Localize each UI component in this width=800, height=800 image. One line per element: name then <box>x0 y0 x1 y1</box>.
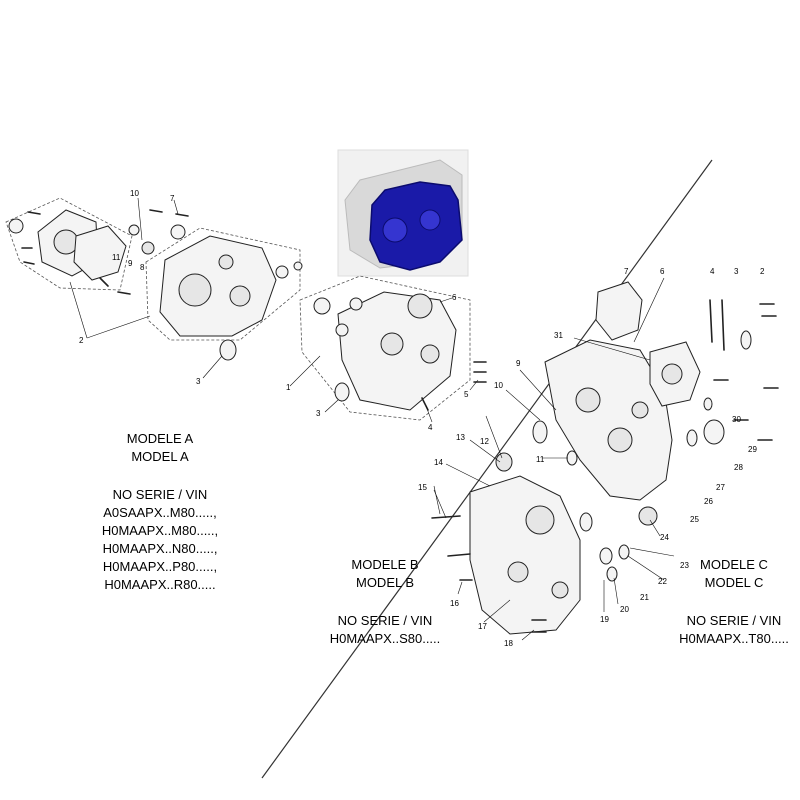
callout-number: 27 <box>716 483 725 492</box>
model-a-serial: A0SAAPX..M80....., <box>103 505 217 520</box>
callout-number: 3 <box>316 409 321 418</box>
model-b-label: MODELE B MODEL B <box>310 556 460 592</box>
callout-number: 25 <box>690 515 699 524</box>
callout-number: 6 <box>452 293 457 302</box>
callout-number: 15 <box>418 483 427 492</box>
model-b-serial-label: NO SERIE / VIN <box>337 613 433 628</box>
engine-crankcase-thumbnail <box>369 181 463 271</box>
model-c-serial-label: NO SERIE / VIN <box>686 613 782 628</box>
callout-number: 2 <box>760 267 765 276</box>
callout-number: 22 <box>658 577 667 586</box>
callout-number: 14 <box>434 458 443 467</box>
engine-thumbnail <box>337 149 469 277</box>
model-b-serial: H0MAAPX..S80..... <box>329 631 441 646</box>
callout-number: 10 <box>494 381 503 390</box>
model-a-serial: H0MAAPX..R80..... <box>104 577 216 592</box>
model-a-serial: H0MAAPX..N80....., <box>102 541 218 556</box>
callout-number: 3 <box>196 377 201 386</box>
callout-number: 28 <box>734 463 743 472</box>
callout-number: 16 <box>450 599 459 608</box>
callout-number: 23 <box>680 561 689 570</box>
callout-number: 17 <box>478 622 487 631</box>
model-b-title-fr: MODELE B <box>351 557 419 572</box>
model-b-c-parts <box>431 281 779 635</box>
callout-number: 5 <box>464 390 469 399</box>
model-a-title-fr: MODELE A <box>126 431 194 446</box>
leader-lines <box>69 197 675 641</box>
model-c-title-fr: MODELE C <box>700 557 768 572</box>
callout-number: 11 <box>112 253 121 262</box>
gasket <box>73 225 127 281</box>
model-a-serials: NO SERIE / VIN A0SAAPX..M80....., H0MAAP… <box>70 486 250 594</box>
model-c-serials: NO SERIE / VIN H0MAAPX..T80..... <box>664 612 800 648</box>
model-b-title-en: MODEL B <box>355 575 415 590</box>
model-c-title-en: MODEL C <box>704 575 764 590</box>
crankcase-half-a <box>159 235 277 337</box>
callout-number: 29 <box>748 445 757 454</box>
callout-number: 7 <box>170 194 175 203</box>
model-a-title-en: MODEL A <box>131 449 189 464</box>
model-c-serial: H0MAAPX..T80..... <box>679 631 789 646</box>
callout-number: 4 <box>428 423 433 432</box>
callout-number: 7 <box>624 267 629 276</box>
callout-number: 30 <box>732 415 741 424</box>
callouts-model-b: 11 12 13 14 15 16 17 18 19 20 21 22 23 <box>418 433 689 648</box>
model-c-label: MODELE C MODEL C <box>664 556 800 592</box>
callout-number: 19 <box>600 615 609 624</box>
model-a-parts <box>5 197 487 421</box>
crankcase-half-model-b <box>469 475 581 635</box>
crankcase-half-c <box>544 339 673 501</box>
callout-number: 8 <box>140 263 145 272</box>
callout-number: 9 <box>128 259 133 268</box>
callout-number: 31 <box>554 331 563 340</box>
callout-number: 9 <box>516 359 521 368</box>
callout-number: 10 <box>130 189 139 198</box>
callout-number: 4 <box>710 267 715 276</box>
callout-number: 20 <box>620 605 629 614</box>
callout-number: 24 <box>660 533 669 542</box>
callout-number: 2 <box>79 336 84 345</box>
callout-number: 1 <box>286 383 291 392</box>
model-a-serial: H0MAAPX..P80....., <box>102 559 218 574</box>
callout-number: 26 <box>704 497 713 506</box>
callout-number: 13 <box>456 433 465 442</box>
callouts-model-c: 2 3 4 6 7 9 10 24 25 26 27 28 29 30 31 <box>494 267 765 542</box>
model-a-serial-label: NO SERIE / VIN <box>112 487 208 502</box>
model-a-label: MODELE A MODEL A <box>80 430 240 466</box>
callout-number: 11 <box>536 455 545 464</box>
callout-number: 12 <box>480 437 489 446</box>
cover-plate <box>595 281 643 341</box>
callouts-model-a: 1 2 3 3 4 5 6 7 8 9 10 11 <box>79 189 469 432</box>
section-divider-line <box>261 159 713 779</box>
callout-number: 6 <box>660 267 665 276</box>
model-b-serials: NO SERIE / VIN H0MAAPX..S80..... <box>300 612 470 648</box>
callout-number: 21 <box>640 593 649 602</box>
callout-number: 18 <box>504 639 513 648</box>
callout-number: 3 <box>734 267 739 276</box>
model-a-serial: H0MAAPX..M80....., <box>101 523 219 538</box>
